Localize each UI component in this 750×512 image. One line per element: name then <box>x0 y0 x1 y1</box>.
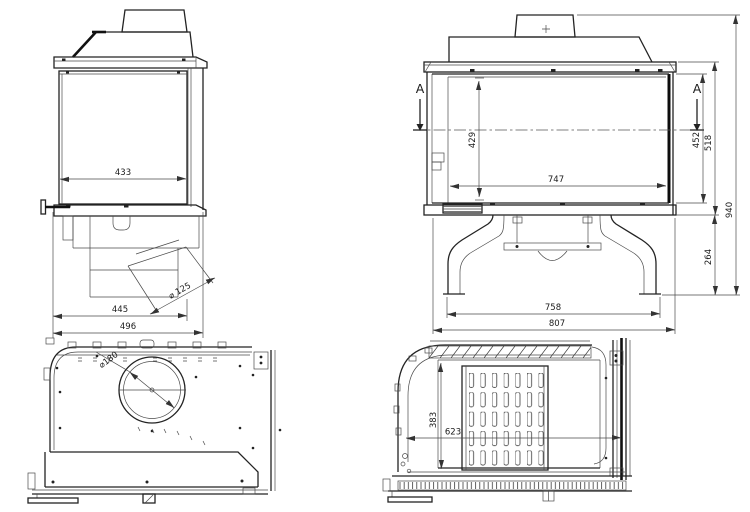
section-label-right: A <box>693 81 702 96</box>
front-view-dimensions: 429 747 452 518 264 940 758 <box>432 14 740 334</box>
top-view-geometry <box>27 337 282 504</box>
dim-section-grate-height: 383 <box>429 412 439 428</box>
section-view-geometry <box>382 338 632 503</box>
front-view-geometry <box>423 14 677 295</box>
dim-front-total-width: 807 <box>549 319 565 329</box>
dim-side-glass-width: 433 <box>115 168 131 178</box>
dim-front-base-width: 758 <box>545 303 561 313</box>
dim-top-flue-diameter: ⌀180 <box>97 350 120 371</box>
top-view: ⌀180 <box>27 337 282 504</box>
front-view-section-marks: A A <box>413 81 704 131</box>
dim-front-total-height: 940 <box>725 202 735 218</box>
dim-section-firebox-width: 623 <box>445 428 461 438</box>
section-label-left: A <box>416 81 425 96</box>
dim-front-opening-height: 452 <box>692 132 702 148</box>
side-view: 433 ⌀ 125 445 496 <box>40 9 216 338</box>
side-view-geometry <box>40 9 208 298</box>
front-view: A A 429 747 452 <box>413 14 740 334</box>
section-view-dimensions: 383 623 <box>406 363 621 469</box>
section-view: 383 623 <box>382 338 632 503</box>
dim-front-body-height: 518 <box>704 135 714 151</box>
dim-front-glass-height: 429 <box>468 132 478 148</box>
dim-side-firebox-width: 445 <box>112 305 128 315</box>
dim-side-total-depth: 496 <box>120 322 136 332</box>
dim-front-base-height: 264 <box>704 249 714 265</box>
dim-side-flue-diameter: ⌀ 125 <box>167 281 193 302</box>
dim-front-door-width: 747 <box>548 175 564 185</box>
